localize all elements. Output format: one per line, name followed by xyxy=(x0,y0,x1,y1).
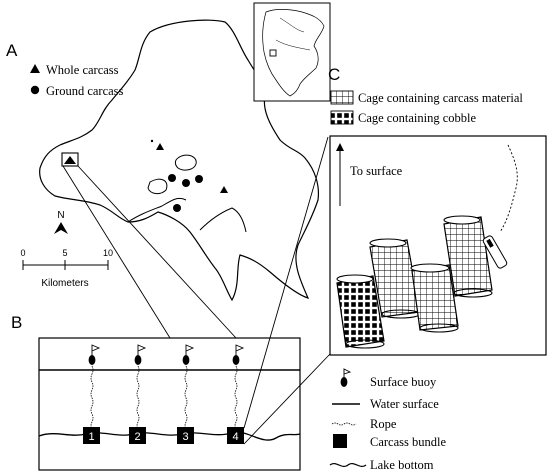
legend-surface-buoy: Surface buoy xyxy=(370,375,437,389)
panel-label-b: B xyxy=(11,313,22,332)
legend-buoy-body xyxy=(340,377,348,387)
legend-whole-carcass: Whole carcass xyxy=(46,63,119,77)
panel-label-c: C xyxy=(328,65,340,84)
legend-triangle-icon xyxy=(30,64,40,73)
carcass-bundle-1 xyxy=(83,427,100,444)
scale-tick-0: 0 xyxy=(20,248,25,258)
legend-buoy-icon xyxy=(343,368,352,378)
scale-bar xyxy=(22,260,109,270)
legend-water-surface: Water surface xyxy=(370,397,439,411)
scale-tick-10: 10 xyxy=(103,248,113,258)
north-arrow-icon xyxy=(54,222,68,234)
legend-cobble-cage: Cage containing cobble xyxy=(358,111,476,125)
legend-cobble-cage-icon xyxy=(330,110,354,125)
island-1 xyxy=(174,154,197,171)
carcass-bundle-4 xyxy=(227,427,244,444)
legend-lake-bottom: Lake bottom xyxy=(370,458,434,472)
legend-circle-icon xyxy=(30,85,40,95)
island-2 xyxy=(147,178,168,195)
zoom-line-right xyxy=(77,165,237,339)
scale-unit: Kilometers xyxy=(41,278,88,289)
float-device-icon xyxy=(482,235,508,269)
site-ground-carcass-4 xyxy=(173,204,181,212)
legend-rope: Rope xyxy=(370,417,397,431)
to-surface-label: To surface xyxy=(350,164,403,178)
station-4 xyxy=(232,344,245,431)
cage-carcass-3 xyxy=(443,215,493,298)
zoom-line-c-lower xyxy=(243,353,331,445)
inlet-channel xyxy=(127,197,187,223)
legend-carcass-cage-icon xyxy=(330,90,354,105)
station-3 xyxy=(182,344,195,431)
panel-label-a: A xyxy=(6,41,18,60)
bundle-label-4: 4 xyxy=(232,431,238,443)
float-line xyxy=(499,144,518,233)
legend-carcass-bundle: Carcass bundle xyxy=(370,435,446,449)
site-highlight-box xyxy=(61,152,79,167)
site-whole-carcass-1 xyxy=(156,143,164,150)
carcass-bundle-2 xyxy=(129,427,146,444)
scale-tick-5: 5 xyxy=(62,248,67,258)
bundle-label-3: 3 xyxy=(182,431,188,443)
zoom-line-c-upper xyxy=(243,136,329,429)
legend-rope-icon xyxy=(331,422,357,426)
inner-shoreline xyxy=(199,207,247,233)
site-whole-carcass-2 xyxy=(220,186,228,193)
north-label: N xyxy=(57,210,64,221)
arrow-head-icon xyxy=(336,143,344,151)
cage-carcass-2 xyxy=(410,263,459,333)
site-whole-carcass-3 xyxy=(64,156,76,164)
legend-carcass-cage: Cage containing carcass material xyxy=(358,91,523,105)
inset-locator-map xyxy=(253,2,331,102)
site-ground-carcass-1 xyxy=(168,174,176,182)
station-1 xyxy=(88,344,101,431)
legend-bottom-icon xyxy=(329,462,367,468)
site-ground-carcass-2 xyxy=(182,179,190,187)
cross-section-box xyxy=(38,337,301,471)
zoom-line-left xyxy=(62,165,171,339)
legend-ground-carcass: Ground carcass xyxy=(46,84,124,98)
station-2 xyxy=(134,344,147,431)
site-ground-carcass-3 xyxy=(195,175,203,183)
bundle-label-1: 1 xyxy=(88,431,94,443)
bundle-label-2: 2 xyxy=(134,431,140,443)
small-dot xyxy=(150,139,154,143)
carcass-bundle-3 xyxy=(177,427,194,444)
cage-cobble xyxy=(336,274,385,349)
legend-bundle-icon xyxy=(333,434,347,448)
